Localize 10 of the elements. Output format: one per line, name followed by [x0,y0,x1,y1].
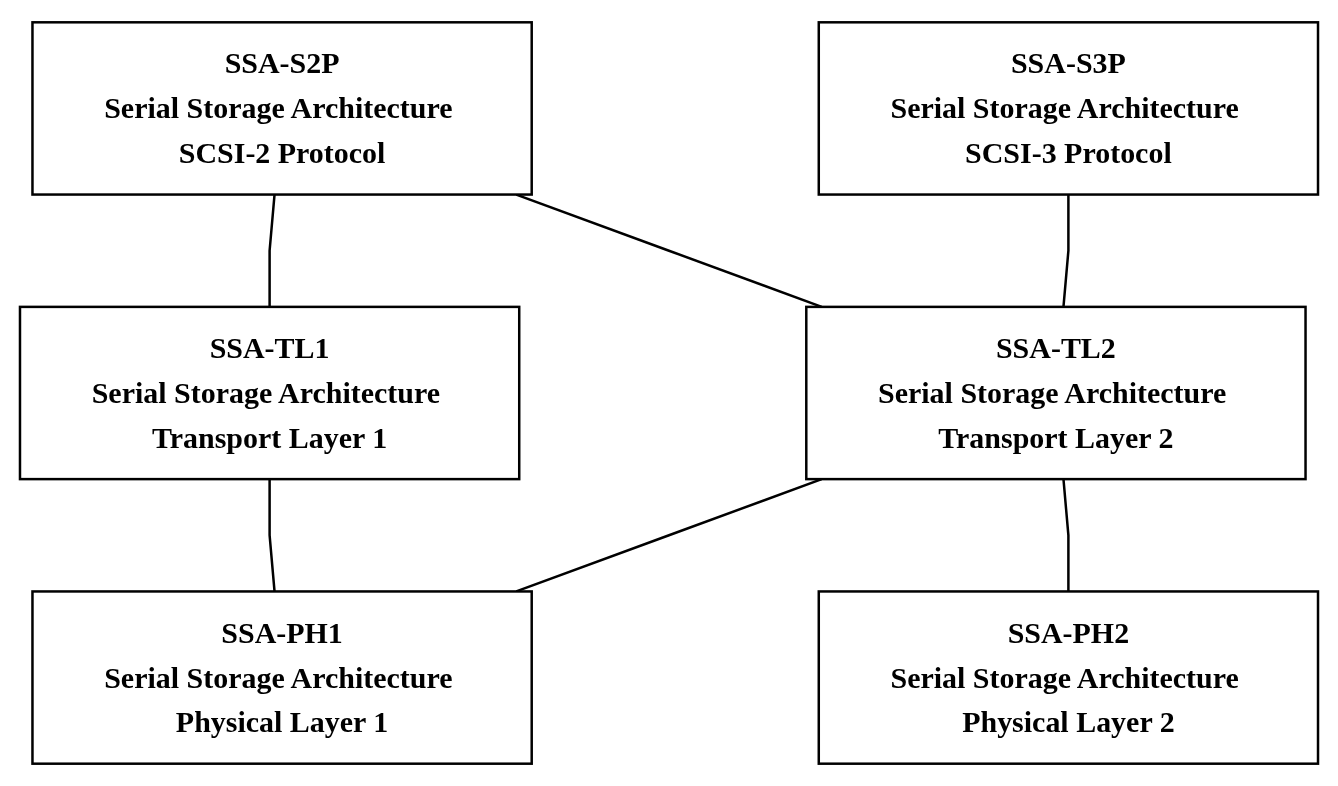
connector [268,479,276,592]
connector [1062,194,1070,307]
connector [1062,479,1070,592]
node-box: SSA-TL1 Serial Storage Architecture Transport Layer 1 [18,305,521,481]
node-box: SSA-PH1 Serial Storage Architecture Physical Layer 1 [31,590,533,765]
node-box: SSA-S3P Serial Storage Architecture SCSI-3 Protocol [817,21,1320,196]
node-box: SSA-PH2 Serial Storage Architecture Physical Layer 2 [817,590,1320,765]
node-box: SSA-S2P Serial Storage Architecture SCSI-2 Protocol [31,21,533,196]
node-box: SSA-TL2 Serial Storage Architecture Transport Layer 2 [805,305,1307,481]
connector [268,194,276,307]
